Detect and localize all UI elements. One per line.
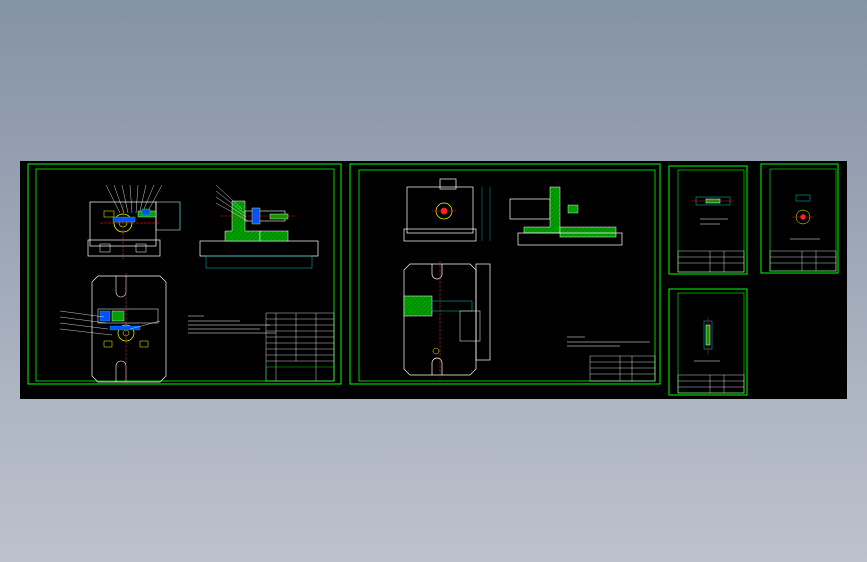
- sheet-assembly-drawing[interactable]: [27, 163, 342, 385]
- sheet-frame: [35, 168, 335, 382]
- sheet-frame: [677, 292, 745, 394]
- part-geometry: [692, 196, 734, 225]
- part-title-block: [677, 250, 745, 273]
- sheet-border: [760, 163, 839, 274]
- part-geometry: [694, 317, 720, 362]
- side-view: [199, 184, 319, 269]
- sheet-part-drawing-3[interactable]: [668, 288, 748, 396]
- body-front-view: [403, 178, 491, 242]
- part-title-block: [769, 250, 837, 272]
- body-side-view: [509, 186, 623, 246]
- top-view: [59, 273, 167, 385]
- drawing-canvas[interactable]: [20, 161, 847, 399]
- part-title-block: [677, 374, 745, 394]
- sheet-part-drawing-2[interactable]: [760, 163, 839, 274]
- front-view: [87, 184, 181, 259]
- sheet-fixture-body-drawing[interactable]: [349, 163, 661, 385]
- drawing-svg: [27, 163, 839, 396]
- sheet-frame: [358, 169, 656, 382]
- sheet-part-drawing-1[interactable]: [668, 165, 748, 275]
- body-top-view: [403, 261, 491, 378]
- body-title-block: [589, 355, 656, 382]
- sheet-border: [668, 165, 748, 275]
- part-geometry: [790, 194, 820, 240]
- sheet-border: [27, 163, 342, 385]
- technical-notes: [188, 315, 276, 334]
- sheet-frame: [677, 169, 745, 273]
- sheet-border: [349, 163, 661, 385]
- sheet-frame: [769, 168, 837, 272]
- parts-list: [265, 312, 335, 382]
- sheet-border: [668, 288, 748, 396]
- body-notes: [567, 336, 650, 347]
